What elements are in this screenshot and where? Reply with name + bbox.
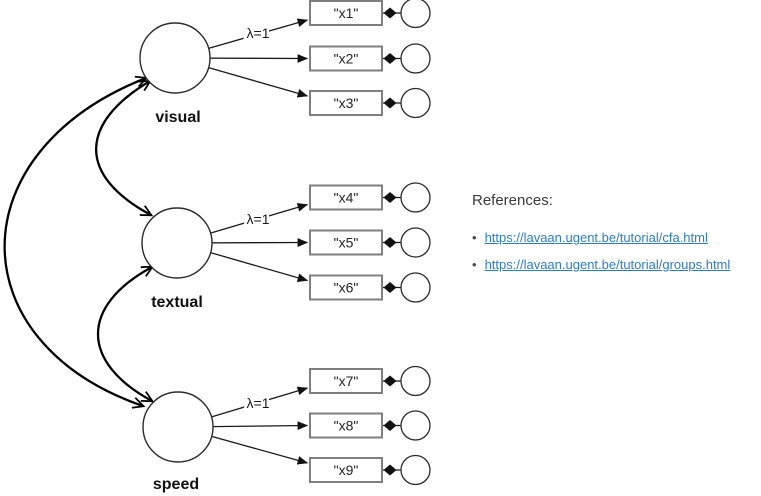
link-cfa-tutorial[interactable]: https://lavaan.ugent.be/tutorial/cfa.htm… <box>484 230 708 245</box>
indicator-box-x4 <box>309 184 383 211</box>
bullet-icon: • <box>472 257 477 272</box>
covariance-arrow-visual-textual <box>95 79 154 217</box>
diamond-icon <box>383 375 397 387</box>
diamond-icon <box>383 464 397 476</box>
diamond-icon <box>383 192 397 203</box>
diamond-icon <box>383 7 397 19</box>
indicator-box-x3 <box>309 90 383 116</box>
bullet-icon: • <box>472 230 477 245</box>
latent-label-textual: textual <box>151 294 203 311</box>
error-circle-x6 <box>400 272 431 303</box>
indicator-label-x3: "x3" <box>334 95 359 111</box>
lambda-label: λ=1 <box>247 211 270 227</box>
indicator-label-x9: "x9" <box>334 462 359 478</box>
latent-circle-speed <box>142 391 214 463</box>
indicator-label-x5: "x5" <box>334 235 359 251</box>
covariance-arrow-textual-speed <box>97 265 155 403</box>
indicator-label-x7: "x7" <box>334 373 359 389</box>
latent-label-visual: visual <box>155 109 200 126</box>
list-item: • https://lavaan.ugent.be/tutorial/cfa.h… <box>472 230 757 245</box>
error-circle-x2 <box>400 43 431 74</box>
references-panel: References: • https://lavaan.ugent.be/tu… <box>472 192 757 284</box>
lambda-label: λ=1 <box>247 395 270 411</box>
latent-circle-textual <box>141 207 213 279</box>
error-circle-x5 <box>400 227 431 258</box>
latent-label-speed: speed <box>153 476 199 493</box>
indicator-label-x8: "x8" <box>334 418 359 434</box>
list-item: • https://lavaan.ugent.be/tutorial/group… <box>472 257 757 272</box>
indicator-label-x1: "x1" <box>334 5 359 21</box>
latent-circle-visual <box>139 22 211 94</box>
indicator-box-x9 <box>309 457 383 483</box>
indicator-box-x2 <box>309 45 383 72</box>
diamond-icon <box>383 237 397 248</box>
error-circle-x1 <box>400 0 431 29</box>
indicator-box-x6 <box>309 274 383 301</box>
diamond-icon <box>383 53 397 64</box>
error-circle-x8 <box>400 410 431 441</box>
error-circle-x7 <box>400 365 431 397</box>
indicator-label-x6: "x6" <box>334 280 359 296</box>
references-title: References: <box>472 192 553 209</box>
error-circle-x4 <box>400 182 431 213</box>
error-circle-x3 <box>400 87 431 119</box>
error-circle-x9 <box>400 454 431 486</box>
indicator-box-x8 <box>309 412 383 439</box>
indicator-label-x2: "x2" <box>334 51 359 67</box>
diamond-icon <box>383 97 397 109</box>
indicator-box-x7 <box>309 368 383 394</box>
diamond-icon <box>383 420 397 431</box>
diamond-icon <box>383 282 397 293</box>
lambda-label: λ=1 <box>247 25 270 41</box>
covariance-arrow-visual-speed <box>3 75 149 409</box>
indicator-label-x4: "x4" <box>334 190 359 206</box>
indicator-box-x5 <box>309 229 383 256</box>
indicator-box-x1 <box>309 0 383 26</box>
link-groups-tutorial[interactable]: https://lavaan.ugent.be/tutorial/groups.… <box>484 257 731 272</box>
